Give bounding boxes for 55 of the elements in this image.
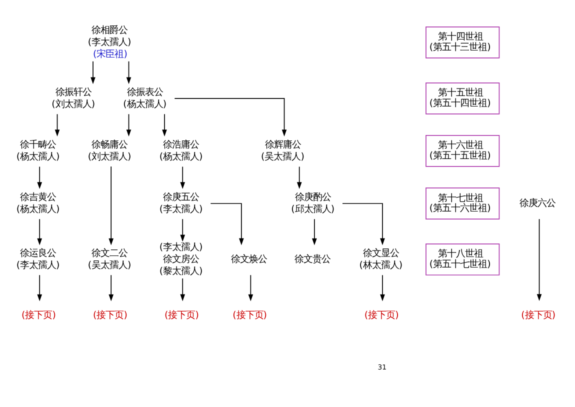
arrow: [296, 166, 302, 190]
arrow: [37, 274, 42, 302]
label: 第十八世祖: [438, 248, 484, 260]
arrow: [380, 274, 385, 302]
node-text: (接下页): [521, 310, 556, 321]
node-text: (接下页): [22, 310, 56, 321]
node-text: 徐文焕公: [230, 254, 267, 265]
arrow: [126, 114, 132, 136]
node-text: 徐庚五公 (李太孺人): [159, 192, 203, 215]
node-text: 徐浩庸公 (杨太孺人): [159, 139, 203, 162]
arrow: [210, 203, 244, 246]
arrow: [180, 278, 186, 302]
node-text: 徐畅庸公 (刘太孺人): [88, 139, 132, 162]
node-text: 徐吉黄公 (杨太孺人): [16, 192, 60, 215]
arrow: [108, 166, 114, 246]
node-text: 徐文二公 (吴太孺人): [88, 248, 132, 271]
node-text: (李太孺人) 徐文房公 (黎太孺人): [159, 242, 203, 277]
node-text: 徐振轩公 (刘太孺人): [52, 86, 96, 110]
node-text: 徐文显公 (林太孺人): [359, 248, 403, 271]
arrow: [126, 60, 132, 84]
label: (第五十三世祖): [429, 42, 491, 53]
node-text: (接下页): [232, 310, 267, 321]
node-text: 徐振表公 (杨太孺人): [123, 86, 167, 110]
node-text: (接下页): [93, 310, 128, 321]
node-label: (宋臣祖): [93, 48, 128, 60]
arrow: [342, 203, 385, 246]
arrow: [37, 218, 42, 246]
arrow: [180, 166, 186, 190]
node-text: 徐庚酌公 (邱太孺人): [291, 192, 335, 215]
arrow: [180, 218, 186, 242]
arrow: [536, 218, 542, 301]
arrow: [174, 98, 287, 136]
arrow: [162, 114, 167, 136]
arrow: [90, 60, 96, 84]
arrow: [248, 274, 254, 302]
node-text: (接下页): [364, 310, 399, 321]
arrow: [312, 218, 317, 246]
arrow: [108, 274, 114, 302]
label: 第十五世祖: [438, 88, 484, 99]
node-text: (接下页): [164, 310, 199, 321]
arrow: [37, 166, 42, 190]
node-text: 徐庚六公: [519, 198, 556, 209]
label: (第五十五世祖): [429, 150, 491, 162]
label: (第五十四世祖): [429, 98, 491, 109]
label: 第十六世祖: [438, 140, 484, 152]
label: 第十七世祖: [438, 192, 484, 204]
node-text: 徐千畴公 (杨太孺人): [16, 139, 60, 162]
label: 第十四世祖: [438, 32, 484, 43]
node-text: 徐文贵公: [294, 254, 331, 265]
label: (第五十六世祖): [429, 203, 491, 214]
arrow: [54, 114, 60, 136]
label: (第五十七世祖): [429, 259, 491, 270]
node-text: 徐运良公 (李太孺人): [16, 248, 60, 271]
node-text: 徐辉庸公 (吴太孺人): [261, 139, 304, 162]
node-text: 徐相爵公 (李太孺人): [88, 24, 132, 48]
